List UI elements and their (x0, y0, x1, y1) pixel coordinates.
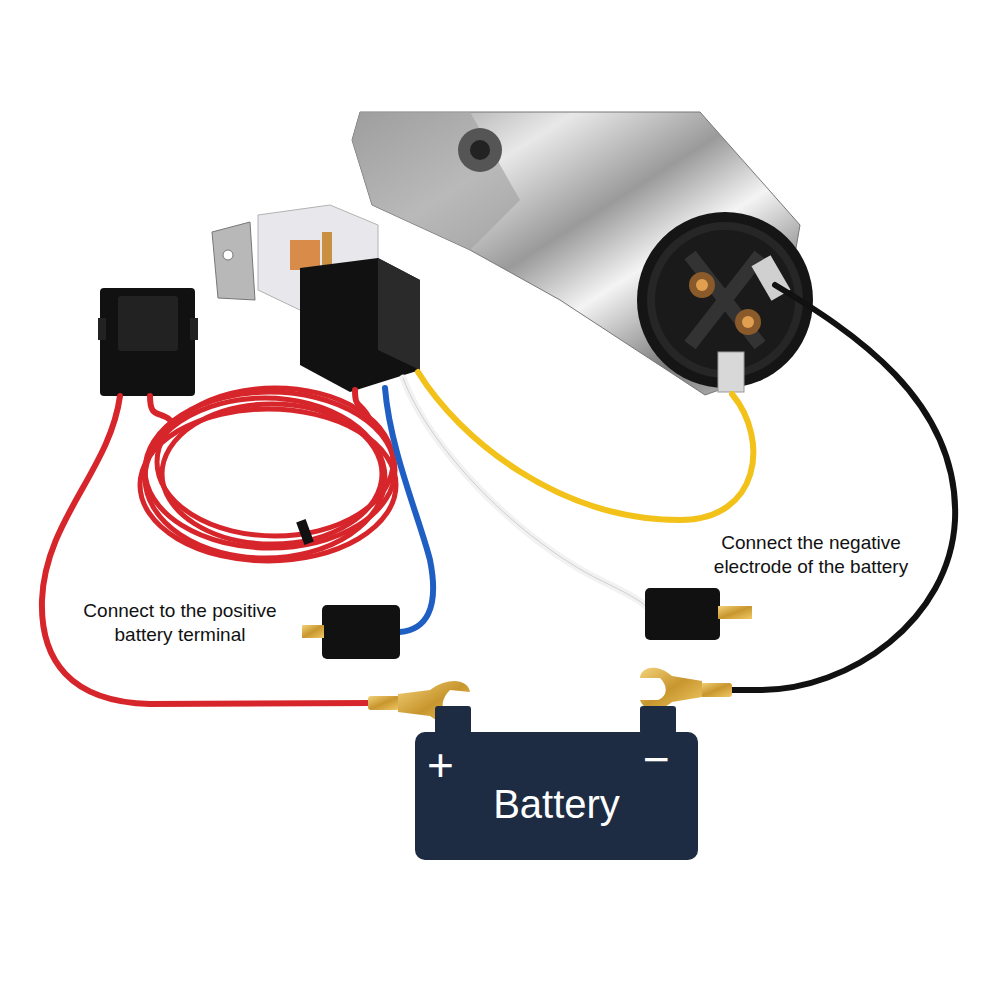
spade-connectors (302, 588, 752, 659)
battery-name: Battery (415, 782, 698, 826)
cable-tie (296, 519, 314, 545)
callout-note: Connect to the positive battery terminal (60, 598, 300, 648)
wire-coil (140, 388, 396, 561)
horn (352, 112, 813, 395)
battery-post (640, 706, 676, 734)
fork-terminals (368, 668, 732, 726)
wires (42, 285, 955, 704)
relay (212, 205, 420, 392)
terminal-sign: + (427, 740, 454, 791)
battery-post (435, 706, 471, 734)
fuse-holder (98, 288, 198, 396)
terminal-sign: − (643, 734, 670, 785)
callout-note: Connect the negative electrode of the ba… (686, 530, 936, 580)
battery-box: +Battery− (415, 732, 698, 860)
